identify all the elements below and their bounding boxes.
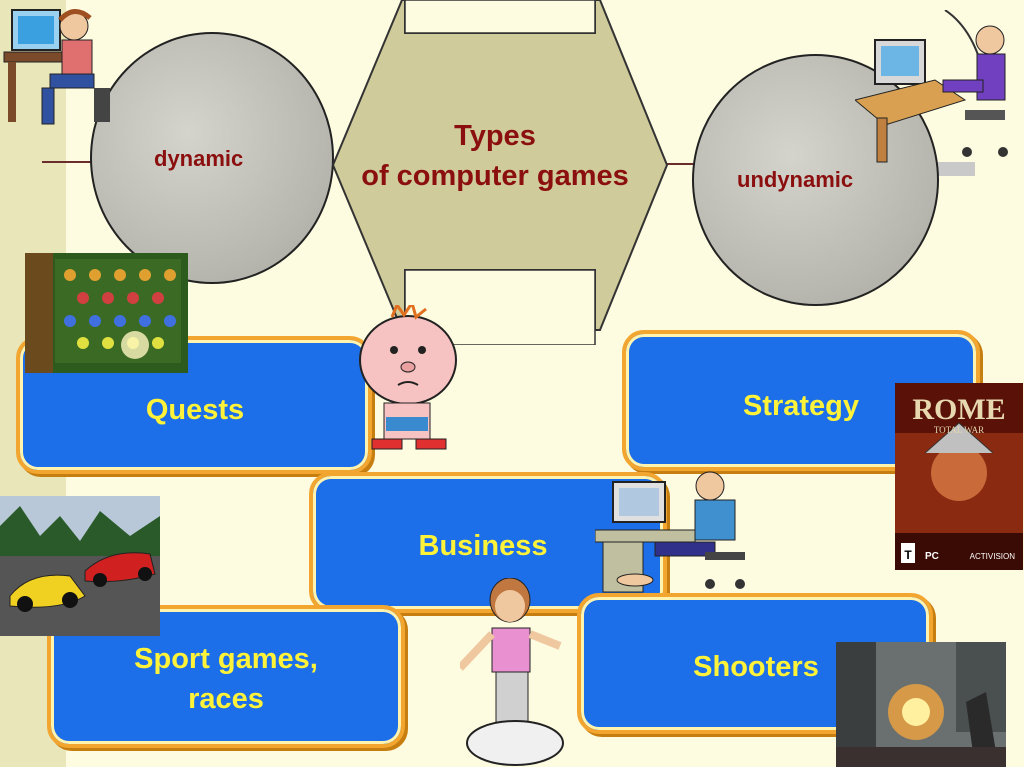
center-title: Types of computer games: [340, 116, 650, 196]
computer-user-clipart: [3, 9, 110, 125]
racing-cars-screenshot: [0, 496, 160, 636]
sport-games-line2: races: [188, 683, 264, 715]
rome-cover-platform: PC: [925, 551, 939, 562]
strategy-label: Strategy: [742, 390, 860, 422]
sport-games-line1: Sport games,: [134, 643, 318, 675]
dynamic-circle: [90, 32, 334, 284]
connector-line-right: [655, 163, 705, 165]
rome-total-war-cover: ROME TOTAL WAR T PC ACTIVISION: [895, 383, 1023, 570]
connector-line-right-tail: [930, 162, 975, 176]
center-title-line1: Types: [454, 120, 536, 152]
sport-games-label: Sport games, races: [71, 639, 381, 719]
fishing-at-computer-clipart: [855, 10, 1008, 163]
shooter-game-screenshot: [836, 642, 1006, 767]
center-title-line2: of computer games: [361, 160, 629, 192]
shooters-label: Shooters: [693, 651, 819, 683]
rome-cover-title: ROME: [912, 393, 1005, 426]
undynamic-label: undynamic: [737, 167, 854, 192]
thinking-boy-clipart: [359, 305, 457, 450]
rome-cover-subtitle: TOTAL WAR: [934, 425, 984, 435]
girl-on-mouse-clipart: [460, 578, 564, 766]
business-label: Business: [418, 530, 548, 562]
businessman-clipart: [595, 471, 745, 593]
quests-label: Quests: [145, 394, 245, 426]
rome-cover-publisher: ACTIVISION: [970, 552, 1016, 561]
dynamic-label: dynamic: [154, 146, 244, 171]
center-hexagon: [331, 0, 669, 345]
rome-cover-rating: T: [904, 548, 912, 562]
quest-game-screenshot: [25, 253, 188, 373]
